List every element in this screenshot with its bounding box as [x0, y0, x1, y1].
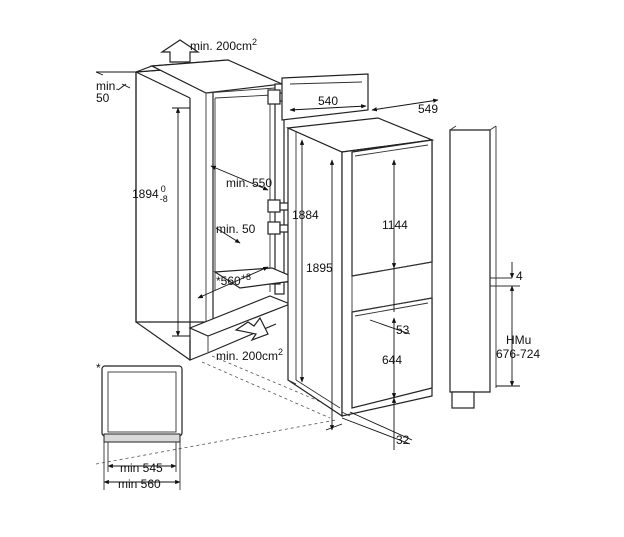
label-vent-top: min. 200cm2 [190, 37, 257, 53]
niche-cabinet [95, 39, 303, 361]
hinge-middle [267, 199, 289, 235]
label-height-644: 644 [382, 353, 402, 367]
label-hmu-a: HMu [506, 333, 531, 347]
label-min-545: min 545 [120, 461, 163, 475]
label-depth-540: 540 [318, 94, 338, 108]
label-hmu-b: 676-724 [496, 347, 540, 361]
vent-top-arrow [160, 39, 200, 63]
label-vent-bottom: min. 200cm2 [216, 347, 283, 363]
label-min-560: min 560 [118, 477, 161, 491]
side-panel [449, 125, 520, 409]
label-min-50: min. 50 [216, 222, 256, 236]
label-min-550: min. 550 [226, 176, 272, 190]
detail-inset [101, 365, 183, 490]
label-min-top-b: 50 [96, 91, 110, 105]
label-star: * [96, 361, 101, 375]
label-gap-4: 4 [516, 269, 523, 283]
label-width-560: *560+8 [216, 272, 251, 288]
label-height-1895: 1895 [306, 261, 333, 275]
label-min-top-a: min. [96, 79, 119, 93]
label-height-1144: 1144 [382, 218, 408, 232]
label-bottom-32: 32 [396, 433, 410, 447]
vent-bottom-arrow [234, 316, 269, 342]
appliance [281, 73, 435, 418]
appliance-dimensions [289, 98, 439, 450]
label-height-53: 53 [396, 323, 410, 337]
label-height-1884: 1884 [292, 208, 319, 222]
label-depth-549: 549 [418, 102, 438, 116]
